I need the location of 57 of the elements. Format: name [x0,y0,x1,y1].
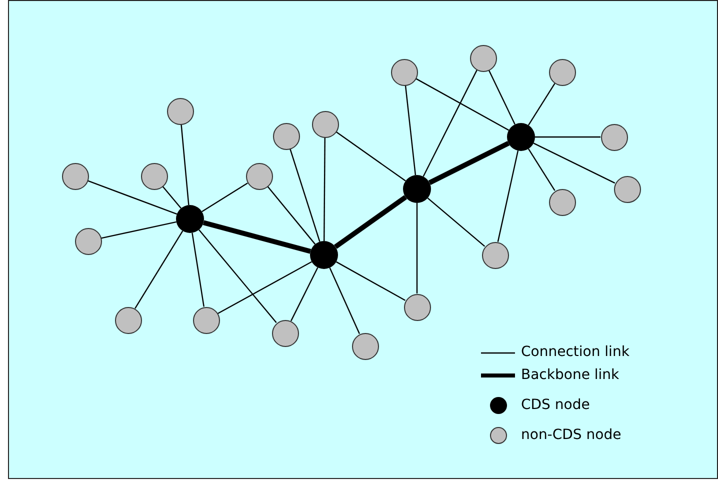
non-cds-node [600,124,628,150]
connection-link [336,261,406,301]
connection-link [218,261,312,314]
non-cds-node [62,162,88,190]
cds-node [176,205,204,233]
cds-node [310,241,338,269]
non-cds-node [114,306,142,334]
non-cds-node [482,242,508,268]
non-cds-node [390,58,418,86]
connection-link [329,268,360,334]
connection-link [336,131,406,182]
backbone-link [428,141,510,185]
non-cds-node [74,228,102,254]
connection-link [267,186,316,245]
connection-link [87,180,178,215]
connection-link [528,83,556,126]
connection-link [101,221,176,239]
legend-label: non-CDS node [521,426,622,444]
non-cds-node [166,98,194,124]
connection-link [290,267,318,322]
non-cds-node [312,110,338,138]
backbone-link [334,195,408,249]
non-cds-node [548,58,576,86]
connection-link [404,85,416,176]
non-cds-node [548,188,576,216]
connection-link [324,138,326,241]
connection-link [416,203,418,294]
connection-link [427,198,486,247]
cds-node [507,123,535,151]
connection-link [198,229,277,324]
connection-link [290,148,320,242]
non-cds-node [352,332,378,360]
non-cds-node [272,122,300,150]
connection-link [192,232,204,307]
non-cds-node [614,176,640,202]
connection-link [162,186,182,209]
legend-label: Connection link [521,343,630,362]
non-cds-node [192,306,220,334]
non-cds-node [404,294,430,320]
legend-label: CDS node [521,396,590,414]
non-cds-node [272,320,298,346]
connection-link [533,142,616,184]
connection-link [528,148,556,191]
connection-link [180,124,190,206]
connection-link [497,150,519,242]
non-cds-node [140,162,168,190]
non-cds-node [470,44,496,72]
connection-link [416,78,510,131]
non-cds-node [246,162,272,190]
backbone-link [202,220,312,254]
connection-link [422,70,478,177]
connection-link [134,230,184,309]
cds-node [403,175,431,203]
connection-link [488,70,516,125]
legend-label: Backbone link [521,366,620,385]
connection-link [202,182,248,212]
connection-link [535,136,600,138]
